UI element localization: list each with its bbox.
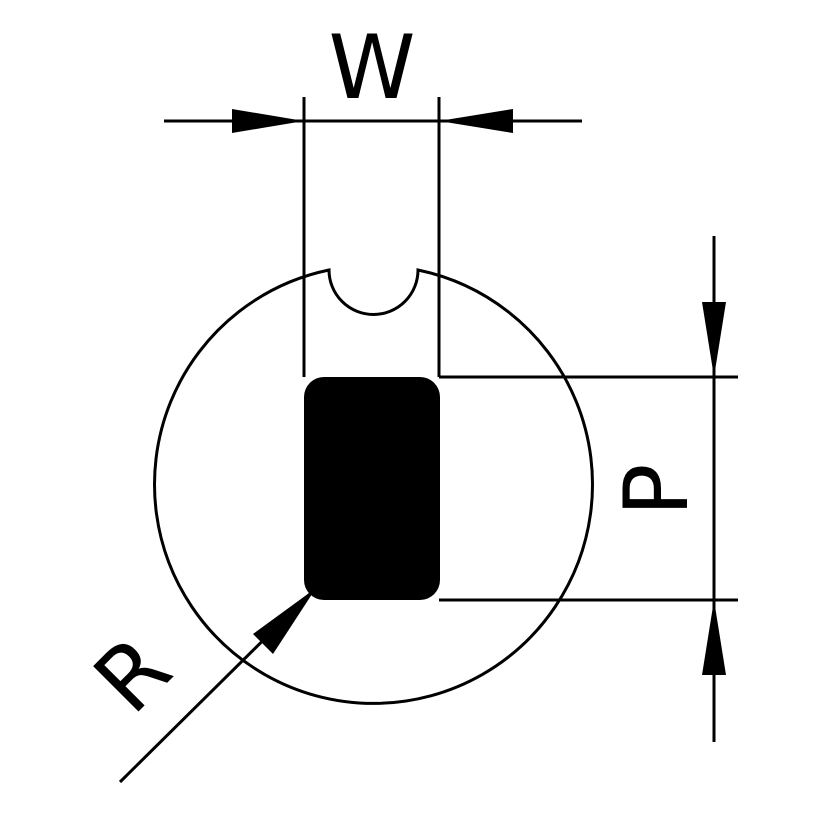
width-label: W — [328, 16, 415, 119]
depth-arrow-bottom — [702, 600, 726, 675]
radius-arrow — [253, 588, 316, 654]
radius-label: R — [74, 616, 190, 732]
width-arrow-left — [232, 109, 304, 133]
key-slot — [304, 377, 440, 600]
shaft-outline — [153, 268, 594, 705]
width-arrow-right — [439, 109, 513, 133]
depth-arrow-top — [702, 302, 726, 377]
depth-label: P — [605, 463, 708, 516]
